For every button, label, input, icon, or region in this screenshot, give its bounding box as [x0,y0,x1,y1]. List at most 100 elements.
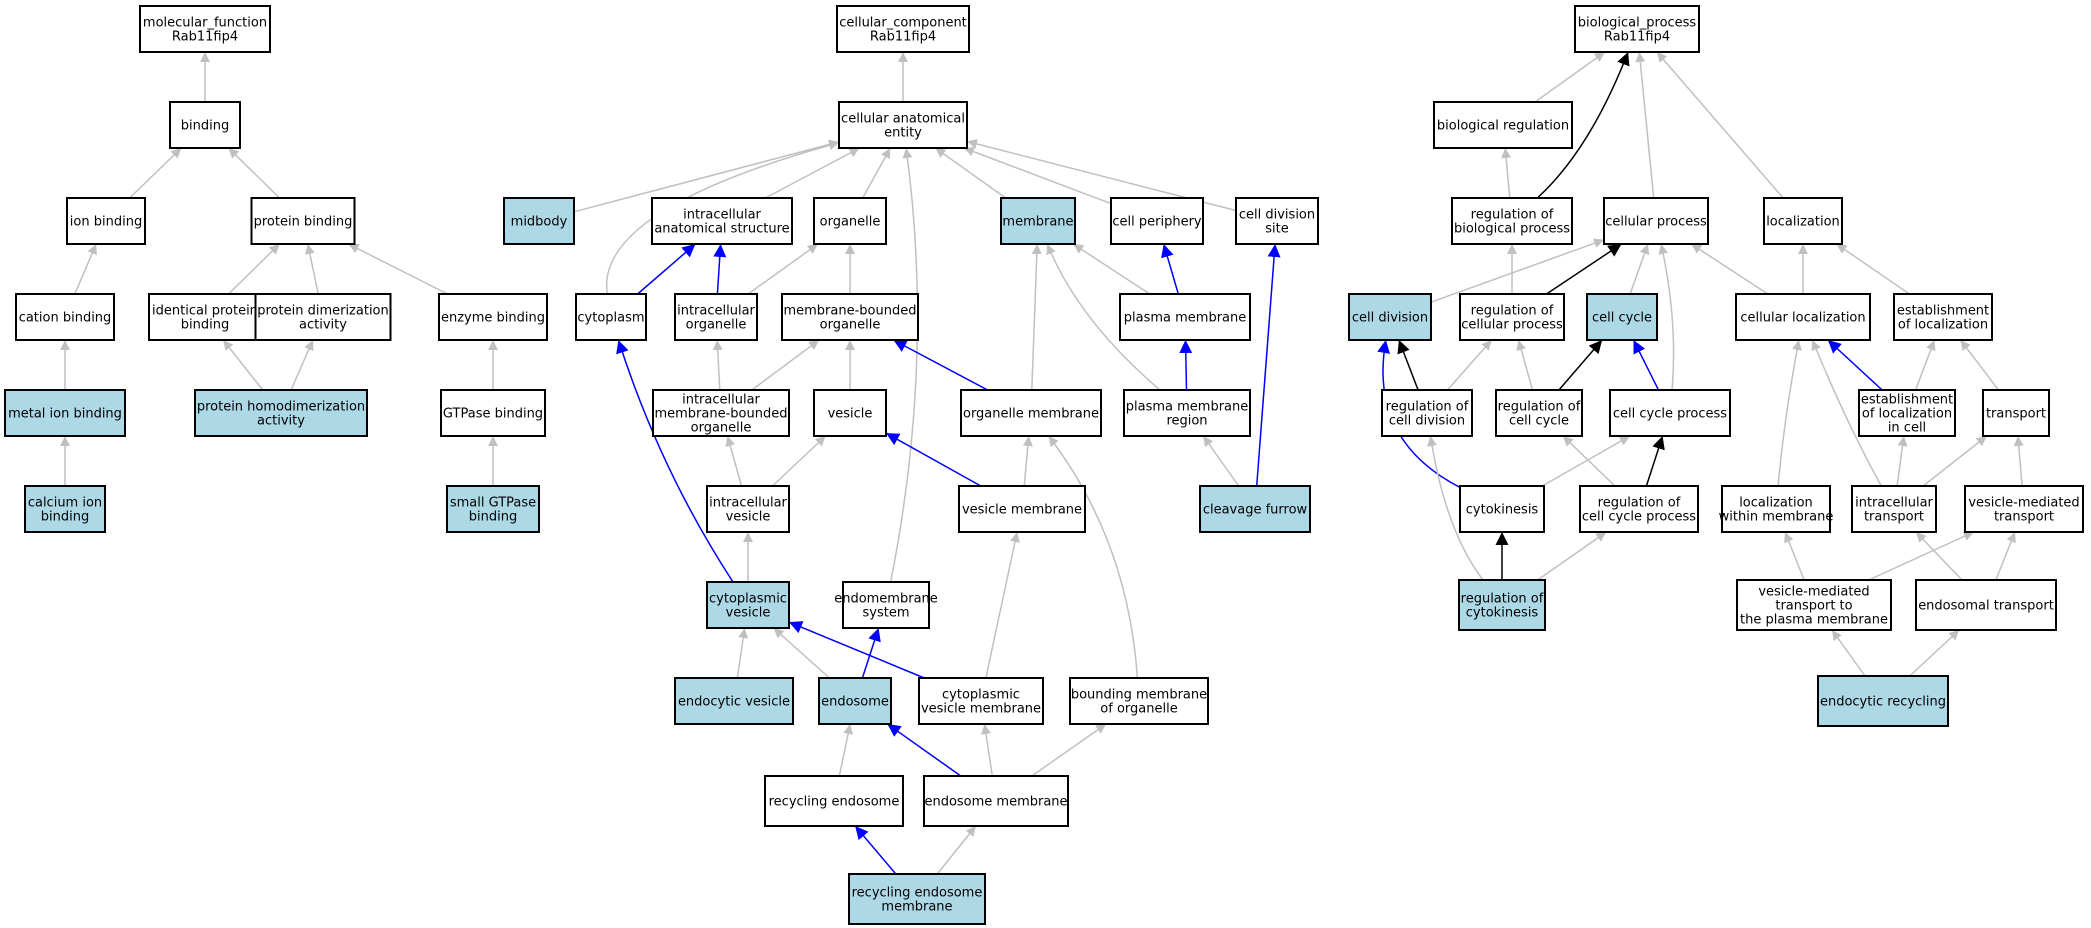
node-box [1110,197,1204,245]
node-box [1817,675,1949,727]
node-box [652,389,790,437]
go-term-recycling-endosome: recycling endosome [764,775,904,827]
node-label: cellular anatomical [841,112,965,127]
node-box [813,197,887,245]
edge-regulation-of-biological-process-to-biological-regulation [1501,147,1512,199]
node-label: membrane-bounded [654,407,787,422]
edge-endomembrane-system-to-cellular-anatomical-entity [889,147,919,583]
edge-transport-to-establishment-of-localization [1959,339,2000,391]
node-box [254,293,392,341]
edge-cell-cycle-to-cellular-process [1629,243,1650,295]
node-box [575,293,647,341]
node-box [1069,677,1209,725]
node-label: organelle [686,318,747,333]
node-box [842,581,930,629]
node-label: binding [469,510,517,525]
node-box [15,293,115,341]
node-box [1735,293,1871,341]
node-label: cytoplasm [577,311,644,326]
node-box [1451,197,1573,245]
node-label: anatomical structure [654,222,789,237]
node-label: cation binding [19,311,112,326]
node-label: membrane [881,900,952,915]
go-term-cleavage-furrow: cleavage furrow [1199,485,1311,533]
node-label: binding [181,119,229,134]
node-label: cellular_component [839,16,967,31]
node-label: enzyme binding [441,311,545,326]
node-label: of localization [1898,318,1988,333]
node-label: vesicle [828,407,873,422]
edge-endocytic-recycling-to-vesicle-transport-to-pm [1831,629,1866,677]
go-term-transport: transport [1982,389,2050,437]
node-label: membrane-bounded [783,304,916,319]
edge-cation-binding-to-ion-binding [74,243,97,295]
node-label: bounding membrane [1071,688,1207,703]
edge-protein-homodimerization-to-identical-protein-binding [222,339,264,391]
edge-cytoplasmic-vesicle-membrane-to-cytoplasmic-vesicle [788,621,925,679]
node-box [1123,389,1251,437]
node-label: regulation of [1471,304,1554,319]
node-label: organelle membrane [963,407,1099,422]
edge-vesicle-membrane-to-organelle-membrane [1022,435,1033,487]
go-term-localization: localization [1763,197,1843,245]
edge-intracellular-vesicle-to-intracellular-mb-organelle [725,435,743,487]
edge-endocytic-recycling-to-endosomal-transport [1909,629,1960,677]
node-label: cell cycle process [1582,510,1696,525]
node-label: intracellular [709,496,787,511]
node-label: vesicle membrane [962,503,1082,518]
node-label: biological process [1454,222,1570,237]
node-label: regulation of [1498,400,1581,415]
node-label: protein dimerization [257,304,389,319]
edge-intracellular-mb-organelle-to-intracellular-organelle [712,339,723,391]
node-box [440,389,546,437]
node-label: within membrane [1719,510,1834,525]
node-label: recycling endosome [852,886,983,901]
edge-endocytic-vesicle-to-cytoplasmic-vesicle [736,627,749,679]
node-label: cell periphery [1112,215,1202,230]
edge-recycling-endosome-to-endosome [838,723,854,777]
edge-plasma-membrane-to-membrane [1072,243,1151,295]
node-label: transport [1986,407,2046,422]
node-label: plasma membrane [1126,400,1249,415]
go-term-endocytic-recycling: endocytic recycling [1817,675,1949,727]
edge-endosome-membrane-to-cytoplasmic-vesicle-membrane [981,723,994,777]
edge-establishment-of-localization-to-localization [1836,243,1910,295]
node-label: establishment [1897,304,1989,319]
node-label: activity [299,318,347,333]
go-term-metal-ion-binding: metal ion binding [4,389,126,437]
node-box [674,293,758,341]
node-label: identical protein [152,304,258,319]
edge-organelle-membrane-to-membrane-bounded-organelle [893,339,988,391]
node-label: cytoplasmic [942,688,1020,703]
node-box [923,775,1069,827]
edge-vesicle-mediated-transport-to-transport [2013,435,2024,487]
node-label: organelle [820,215,881,230]
edge-intracellular-transport-to-cellular-localization [1811,339,1882,487]
node-label: membrane [1002,215,1073,230]
node-box [438,293,548,341]
node-label: localization [1739,496,1813,511]
node-label: GTPase binding [443,407,543,422]
node-box [1851,485,1937,533]
go-term-vesicle-membrane: vesicle membrane [958,485,1086,533]
edge-intracellular-vesicle-to-vesicle [771,435,827,487]
node-label: endocytic recycling [1820,695,1946,710]
node-box [1763,197,1843,245]
node-label: endosome membrane [924,795,1067,810]
node-box [1721,485,1831,533]
edge-cytokinesis-to-cell-cycle-process [1541,435,1631,487]
edge-cell-periphery-to-cellular-anatomical-entity [963,146,1112,205]
node-label: organelle [820,318,881,333]
edge-intracellular-mb-organelle-to-membrane-bounded-organelle [751,339,820,391]
